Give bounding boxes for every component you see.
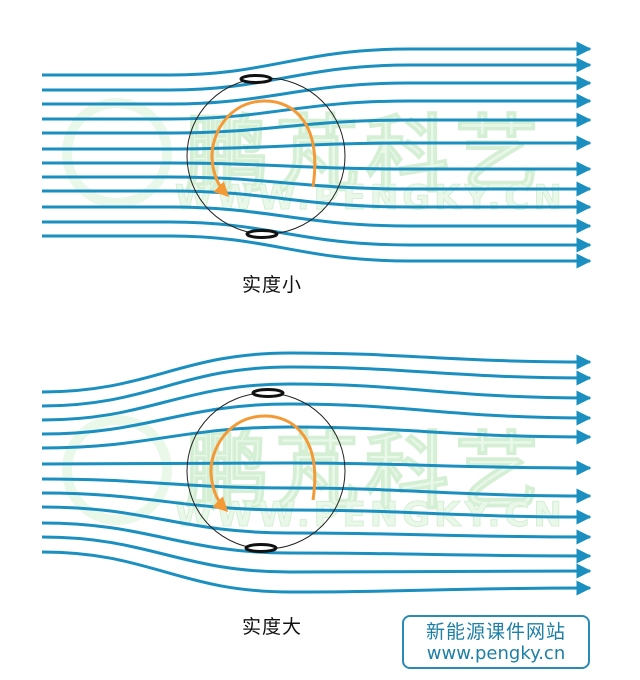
site-stamp: 新能源课件网站 www.pengky.cn: [402, 615, 590, 669]
stamp-url: www.pengky.cn: [426, 643, 566, 664]
streamlines-bottom: [41, 351, 592, 596]
streamline: [41, 550, 592, 596]
blade-icon-bottom-lower: [244, 543, 278, 553]
streamline: [41, 382, 592, 422]
streamline: [42, 161, 592, 177]
streamline: [42, 57, 592, 92]
streamline: [41, 402, 592, 436]
streamline: [41, 425, 592, 450]
caption-low-solidity: 实度小: [242, 274, 303, 296]
streamline: [41, 521, 592, 564]
streamline: [42, 205, 592, 234]
streamline: [41, 535, 592, 579]
streamline: [41, 491, 592, 525]
caption-high-solidity: 实度大: [242, 616, 303, 638]
rotation-arrow-icon-top: [210, 99, 317, 198]
streamline: [42, 189, 592, 215]
blade-icon-bottom-upper: [251, 388, 285, 398]
rotation-arrow-icon-bottom: [209, 414, 317, 513]
streamline: [42, 75, 592, 106]
streamline: [42, 234, 592, 269]
streamline: [41, 505, 592, 545]
streamlines-top: [42, 41, 592, 269]
streamline: [41, 477, 592, 504]
streamline: [41, 351, 592, 394]
streamline: [42, 175, 592, 197]
blade-icon-top-lower: [245, 229, 279, 239]
streamline: [42, 41, 592, 77]
streamline: [42, 93, 592, 121]
streamline: [42, 135, 592, 151]
diagram-high-solidity: [41, 351, 592, 596]
streamline: [42, 112, 592, 135]
streamline: [41, 460, 592, 476]
blade-icon-top-upper: [239, 74, 273, 84]
stamp-title: 新能源课件网站: [425, 621, 566, 643]
streamline: [41, 365, 592, 408]
streamline: [42, 220, 592, 253]
watermark-logo-bottom: [62, 415, 172, 525]
diagram-low-solidity: [42, 41, 592, 269]
